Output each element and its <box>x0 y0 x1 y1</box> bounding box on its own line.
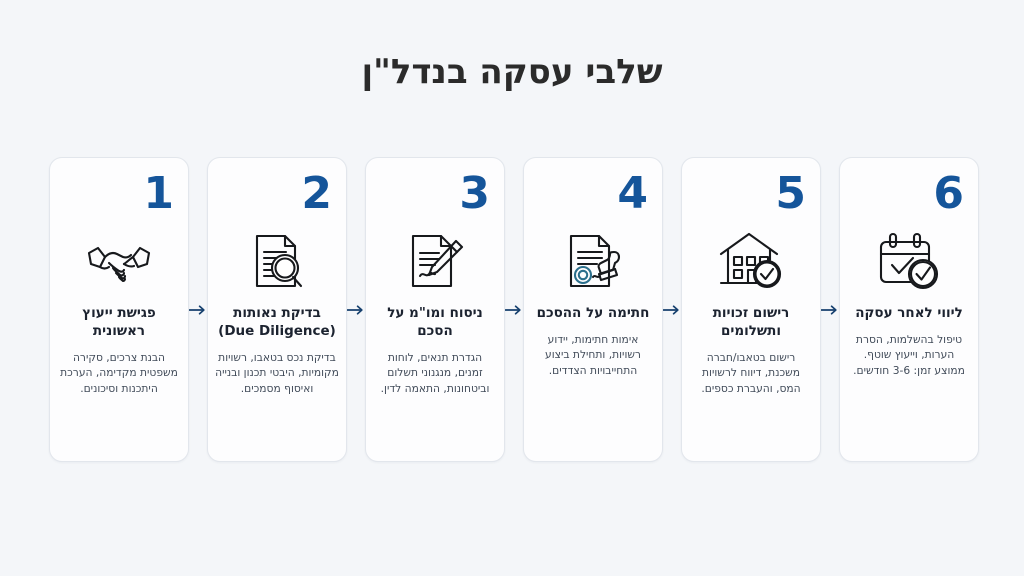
step-card-3[interactable]: 3 ניסוח ומו"מ על הסכם הגדרת תנאים, לוחות… <box>365 157 505 462</box>
step-description: הגדרת תנאים, לוחות זמנים, מנגנוני תשלום … <box>380 350 490 395</box>
document-pencil-icon <box>399 230 471 292</box>
step-card-6[interactable]: 6 ליווי לאחר עסקה טיפול בהשלמות, הסרת הע… <box>839 157 979 462</box>
step-description: הבנת צרכים, סקירה משפטית מקדימה, הערכת ה… <box>60 350 178 395</box>
house-check-icon <box>715 230 787 292</box>
step-card-1[interactable]: 1 פגישת ייעוץ ראשונית הבנת צרכים, סקירה … <box>49 157 189 462</box>
step-number: 5 <box>775 168 806 219</box>
document-magnifier-icon <box>241 230 313 292</box>
arrow-right-icon <box>505 157 523 462</box>
step-number: 6 <box>933 168 964 219</box>
arrow-right-icon <box>189 157 207 462</box>
calendar-check-icon <box>873 230 945 292</box>
step-title: חתימה על ההסכם <box>536 305 650 321</box>
step-card-4[interactable]: 4 חתימה על ההסכם אימות חתימות, יידוע רשו… <box>523 157 663 462</box>
step-description: בדיקת נכס בטאבו, רשויות מקומיות, היבטי ת… <box>215 350 339 395</box>
document-stamp-icon <box>557 230 629 292</box>
step-title: ניסוח ומו"מ על הסכם <box>387 305 483 339</box>
step-title: פגישת ייעוץ ראשונית <box>82 305 156 339</box>
step-description: אימות חתימות, יידוע רשויות, ותחילת ביצוע… <box>545 332 641 377</box>
handshake-icon <box>83 230 155 292</box>
step-card-5[interactable]: 5 רישום זכויות ותשלומים רישום בטאבו/חברה… <box>681 157 821 462</box>
page-title: שלבי עסקה בנדל"ן <box>361 52 663 92</box>
step-number: 2 <box>301 168 332 219</box>
step-title: בדיקת נאותות (Due Diligence) <box>218 305 336 339</box>
step-title: רישום זכויות ותשלומים <box>712 305 790 339</box>
arrow-right-icon <box>347 157 365 462</box>
step-number: 4 <box>617 168 648 219</box>
step-description: טיפול בהשלמות, הסרת הערות, וייעוץ שוטף. … <box>853 332 965 377</box>
step-description: רישום בטאבו/חברה משכנת, דיווח לרשויות המ… <box>701 350 801 395</box>
steps-flow: 1 פגישת ייעוץ ראשונית הבנת צרכים, סקירה … <box>49 157 979 462</box>
step-card-2[interactable]: 2 בדיקת נאותות (Due Diligence) בדיקת נכס… <box>207 157 347 462</box>
arrow-right-icon <box>663 157 681 462</box>
step-number: 1 <box>143 168 174 219</box>
arrow-right-icon <box>821 157 839 462</box>
step-title: ליווי לאחר עסקה <box>855 305 963 321</box>
step-number: 3 <box>459 168 490 219</box>
